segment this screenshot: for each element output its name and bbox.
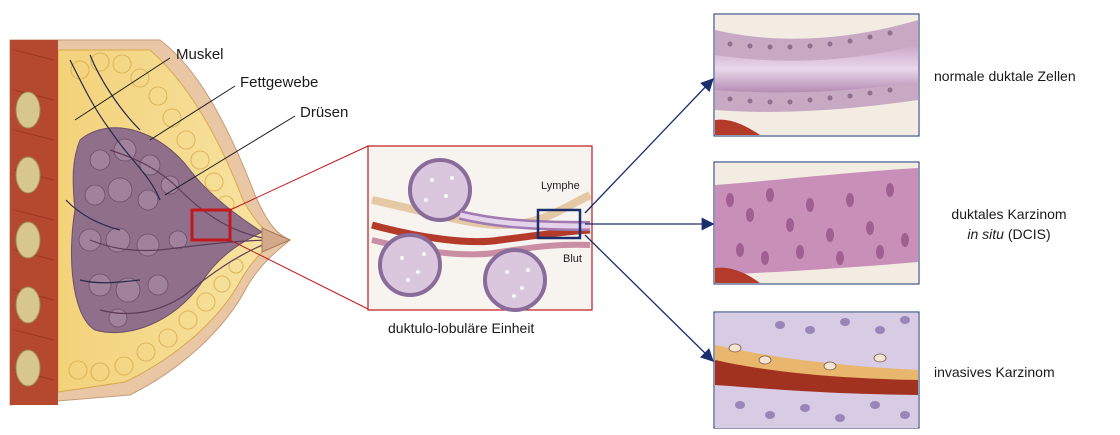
arrows-to-panels: [585, 80, 712, 360]
label-blut: Blut: [563, 253, 582, 265]
panel-label-dcis-line2: in situ (DCIS): [935, 224, 1083, 244]
label-muskel: Muskel: [176, 46, 224, 63]
panel-label-invasive-text: invasives Karzinom: [934, 364, 1055, 380]
caption-lobular-unit: duktulo-lobuläre Einheit: [388, 320, 534, 336]
panel-label-dcis-suffix: (DCIS): [1004, 226, 1051, 242]
panel-label-dcis-line1: duktales Karzinom: [935, 204, 1083, 224]
breast-illustration: [10, 40, 290, 405]
panel-label-normal-text: normale duktale Zellen: [934, 68, 1076, 84]
panel-label-invasive: invasives Karzinom: [934, 362, 1055, 382]
panel-dcis: [714, 162, 919, 284]
panel-label-dcis: duktales Karzinom in situ (DCIS): [935, 204, 1083, 244]
panel-invasive: [714, 312, 919, 428]
label-druesen: Drüsen: [300, 104, 348, 121]
label-fettgewebe: Fettgewebe: [240, 74, 318, 91]
panel-label-dcis-insitu: in situ: [967, 226, 1004, 242]
panel-label-normal: normale duktale Zellen: [934, 66, 1076, 86]
panel-normal: [714, 14, 919, 136]
lobular-unit-inset: [368, 146, 592, 310]
label-lymphe: Lymphe: [541, 180, 580, 192]
